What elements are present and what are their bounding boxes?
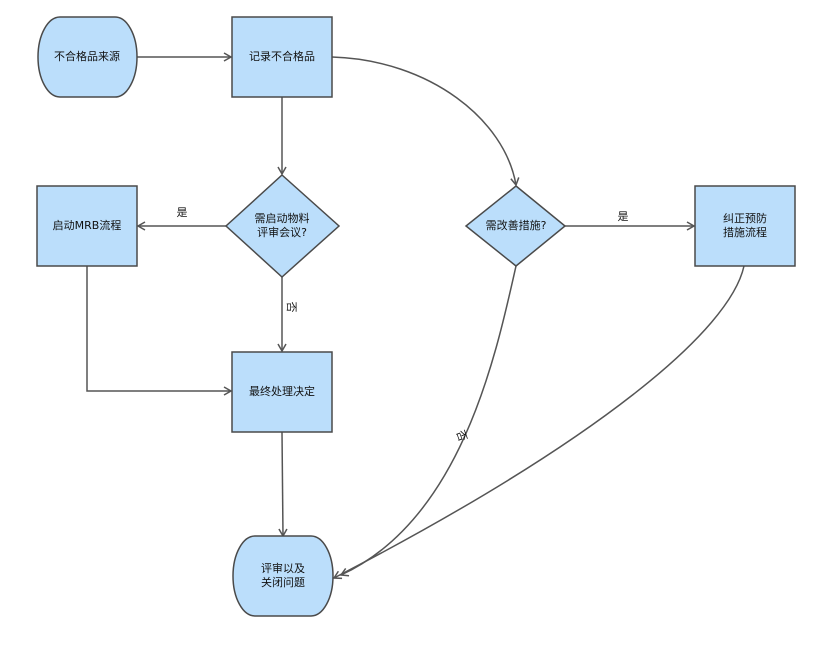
node-corrective-preventive-line2: 措施流程 — [723, 225, 767, 239]
edge-final-to-close — [278, 431, 288, 538]
node-record-nonconforming-label: 记录不合格品 — [249, 49, 315, 63]
node-review-and-close[interactable]: 评审以及 关闭问题 — [232, 535, 334, 617]
decision-need-improvement-label: 需改善措施? — [486, 218, 547, 232]
edge-start-mrb-to-final — [86, 266, 233, 396]
node-review-and-close-line1: 评审以及 — [261, 561, 305, 575]
label-mrb-yes: 是 — [177, 206, 188, 219]
node-final-disposition-label: 最终处理决定 — [249, 384, 315, 398]
edge-improve-no — [339, 265, 517, 577]
node-nonconforming-source-label: 不合格品来源 — [54, 49, 120, 63]
node-final-disposition[interactable]: 最终处理决定 — [231, 351, 333, 433]
decision-start-mrb-meeting[interactable]: 需启动物料 评审会议? — [224, 173, 341, 279]
node-review-and-close-line2: 关闭问题 — [261, 575, 305, 589]
decision-need-improvement[interactable]: 需改善措施? — [464, 185, 567, 267]
node-start-mrb-process-label: 启动MRB流程 — [53, 218, 122, 232]
node-record-nonconforming[interactable]: 记录不合格品 — [231, 16, 333, 98]
label-improve-no: 否 — [453, 428, 469, 443]
edge-corrective-to-close — [332, 265, 745, 580]
decision-start-mrb-meeting-line1: 需启动物料 — [255, 211, 310, 225]
node-corrective-preventive-process[interactable]: 纠正预防 措施流程 — [694, 185, 796, 267]
node-nonconforming-source[interactable]: 不合格品来源 — [37, 16, 138, 98]
edge-record-to-improve-decision — [331, 56, 520, 187]
node-start-mrb-process[interactable]: 启动MRB流程 — [36, 185, 138, 267]
label-improve-yes: 是 — [618, 210, 629, 223]
node-corrective-preventive-line1: 纠正预防 — [723, 211, 767, 225]
decision-start-mrb-meeting-line2: 评审会议? — [257, 225, 307, 239]
label-mrb-no: 否 — [285, 302, 298, 313]
